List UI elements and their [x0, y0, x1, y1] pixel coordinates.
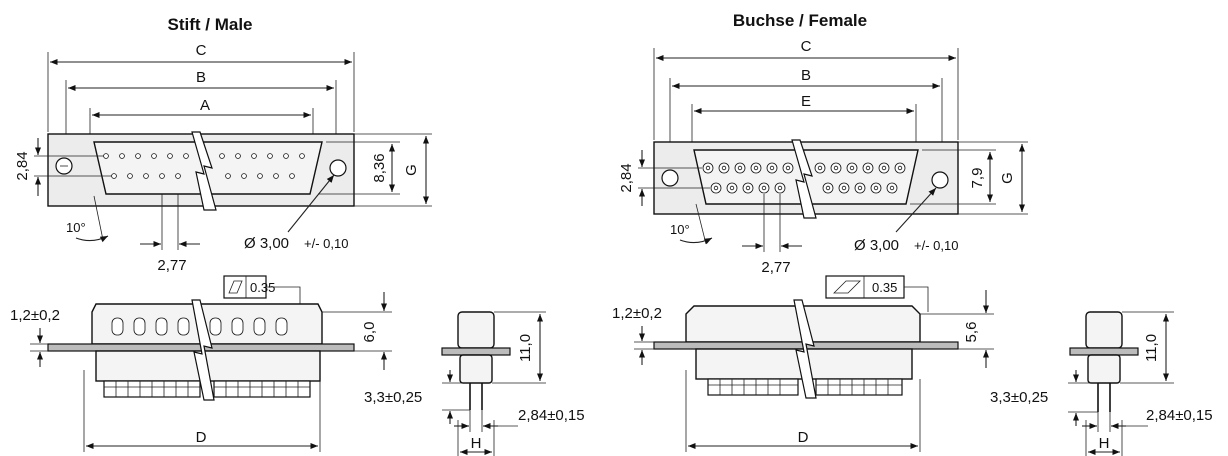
- female-pin-len: 3,3±0,25: [990, 389, 1048, 406]
- female-section: Buchse / Female C B E: [612, 11, 1213, 456]
- male-pin-row-bottom: [111, 173, 295, 179]
- female-dim-d: D: [798, 429, 809, 446]
- male-end-view: 11,0 3,3±0,25 2,84±0,15 H: [364, 311, 585, 456]
- male-shell: [93, 141, 323, 195]
- female-end-shell: [1085, 311, 1123, 349]
- male-title: Stift / Male: [167, 15, 252, 34]
- male-pin-slots: [111, 317, 288, 336]
- male-end-shell: [457, 311, 495, 349]
- male-dim-a: A: [200, 97, 210, 114]
- female-angle: 10°: [670, 222, 690, 237]
- female-socket-row-bottom: [710, 182, 898, 194]
- male-side-view: 0.35: [10, 275, 392, 452]
- male-pin-pitch: 2,84±0,15: [518, 407, 585, 424]
- male-break-mark: [191, 131, 217, 211]
- female-end-plate: [1069, 347, 1139, 356]
- female-title: Buchse / Female: [733, 11, 867, 30]
- male-top-view: C B A: [14, 42, 432, 274]
- female-total-h: 11,0: [1143, 334, 1160, 362]
- female-pitch-v: 2,84: [618, 163, 635, 192]
- female-pitch-h: 2,77: [761, 259, 790, 276]
- male-mount-hole-right: [329, 159, 347, 177]
- male-flatness: 0.35: [250, 280, 275, 295]
- female-shell-h: 5,6: [963, 322, 980, 343]
- female-socket-row-top: [702, 162, 906, 174]
- male-pin-len: 3,3±0,25: [364, 389, 422, 406]
- female-height-v: 7,9: [969, 168, 986, 189]
- female-end-view: 11,0 3,3±0,25 2,84±0,15 H: [990, 311, 1213, 456]
- male-pin-row-top: [103, 153, 305, 159]
- male-end-plate: [441, 347, 511, 356]
- male-solder-cups: [103, 380, 311, 398]
- female-side-view: 0.35 1,2±0,2 5,6: [612, 275, 994, 452]
- female-mount-hole-left: [661, 169, 679, 187]
- male-total-h: 11,0: [517, 334, 534, 362]
- female-dim-h: H: [1099, 435, 1110, 452]
- male-hole-dia: Ø 3,00: [244, 235, 289, 252]
- female-top-view: C B E: [618, 38, 1028, 276]
- female-flatness: 0.35: [872, 280, 897, 295]
- female-dim-g: G: [999, 172, 1016, 184]
- male-plate-thk: 1,2±0,2: [10, 307, 60, 324]
- male-shell-h: 6,0: [361, 322, 378, 343]
- male-pitch-h: 2,77: [157, 257, 186, 274]
- female-plate-thk: 1,2±0,2: [612, 305, 662, 322]
- female-solder-cups: [707, 378, 903, 396]
- female-dim-e: E: [801, 93, 811, 110]
- female-hole-tol: +/- 0,10: [914, 238, 958, 253]
- male-dim-h: H: [471, 435, 482, 452]
- male-hole-tol: +/- 0,10: [304, 236, 348, 251]
- male-dim-c: C: [196, 42, 207, 59]
- male-dim-g: G: [403, 164, 420, 176]
- male-dim-b: B: [196, 69, 206, 86]
- male-pitch-v: 2,84: [14, 151, 31, 180]
- female-pin-pitch: 2,84±0,15: [1146, 407, 1213, 424]
- male-height-v: 8,36: [371, 153, 388, 182]
- male-section: Stift / Male C B A: [10, 15, 585, 456]
- female-hole-dia: Ø 3,00: [854, 237, 899, 254]
- female-dim-c: C: [801, 38, 812, 55]
- female-break-mark: [791, 139, 817, 219]
- female-dim-b: B: [801, 67, 811, 84]
- male-dim-d: D: [196, 429, 207, 446]
- male-angle: 10°: [66, 220, 86, 235]
- female-mount-hole-right: [931, 171, 949, 189]
